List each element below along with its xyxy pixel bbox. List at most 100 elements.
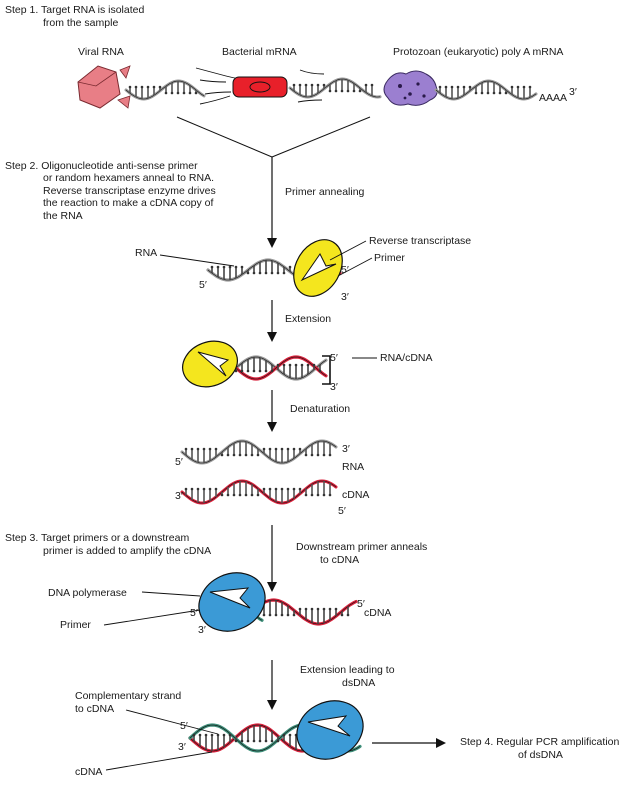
protozoan-mrna-strand-rung-base <box>444 85 448 89</box>
rna-label: RNA <box>135 247 158 259</box>
denatured-rna-rung-base <box>208 447 212 451</box>
rna-cdna-hybrid-rung-base <box>294 363 298 367</box>
dsdna-helix-rung-base <box>246 739 250 743</box>
denatured-rna-rung-base <box>280 447 284 451</box>
protozoan-mrna-strand-edge <box>435 80 537 100</box>
denatured-cdna-rung-base <box>328 493 332 497</box>
template-cdna-rung-base <box>322 607 326 611</box>
bacterial-mrna-strand-rung-base <box>292 83 296 87</box>
annealed-rna-rung-base <box>228 265 232 269</box>
denatured-rna-rung-base <box>214 447 218 451</box>
dsdna-helix-rung-base <box>276 739 280 743</box>
extension-dsdna-line1: Extension leading to <box>300 664 395 676</box>
rna-cdna-hybrid-rung-base <box>276 363 280 367</box>
template-cdna-rung-base <box>340 613 344 617</box>
dna-polymerase-label: DNA polymerase <box>48 587 127 599</box>
viral-rna-strand-rung-base <box>146 85 150 89</box>
protozoan-mrna-strand-rung-base <box>462 85 466 89</box>
protozoan-mrna-strand-rung-base <box>438 85 442 89</box>
rna-strand-3prime: 3′ <box>342 443 350 455</box>
rna-cdna-hybrid-rung-base <box>318 369 322 373</box>
denatured-cdna-rung-base <box>274 487 278 491</box>
denatured-cdna-rung-base <box>202 487 206 491</box>
denatured-rna-rung-base <box>328 453 332 457</box>
cdna-label-bottom: cDNA <box>75 766 103 778</box>
denatured-rna-rung-base <box>226 453 230 457</box>
bacterial-mrna-strand-rung-base <box>340 89 344 93</box>
process-arrows <box>267 157 446 748</box>
denatured-cdna-rung-base <box>262 487 266 491</box>
denatured-rna-rung-base <box>250 453 254 457</box>
protozoan-mrna-strand-rung-base <box>510 85 514 89</box>
dsdna-helix-rung-base <box>192 733 196 737</box>
rna-cdna-hybrid-rung-base <box>306 363 310 367</box>
viral-rna-strand-rung-base <box>152 85 156 89</box>
dsdna-helix-rung-base <box>234 739 238 743</box>
rna-5prime: 5′ <box>199 279 207 291</box>
rna-cdna-hybrid-rung-base <box>240 369 244 373</box>
dsdna-helix-rung-base <box>252 739 256 743</box>
protozoan-mrna-strand-rung-base <box>492 91 496 95</box>
denatured-cdna-rung-base <box>298 487 302 491</box>
poly-a-label: AAAA <box>539 92 568 104</box>
bacterial-mrna-strand-rung-base <box>334 89 338 93</box>
pol-3prime: 3′ <box>198 624 206 636</box>
reverse-transcriptase-label: Reverse transcriptase <box>369 235 472 247</box>
bacterium-icon <box>195 67 325 105</box>
denatured-rna-rung-base <box>274 447 278 451</box>
dsdna-helix-rung-base <box>210 733 214 737</box>
viral-rna-strand-rung-base <box>194 91 198 95</box>
complementary-line1: Complementary strand <box>75 690 182 702</box>
rna-cdna-hybrid-rung-base <box>252 369 256 373</box>
template-cdna-rung-base <box>292 613 296 617</box>
annealed-rna-rung-base <box>282 271 286 275</box>
denatured-rna-rung-base <box>286 447 290 451</box>
dsdna-helix-rung-base <box>222 733 226 737</box>
virus-icon <box>77 65 131 109</box>
ds-3prime: 3′ <box>178 741 186 753</box>
dsdna-helix-rung-base <box>282 733 286 737</box>
bacterial-mrna-strand-rung-base <box>364 83 368 87</box>
rna-strand-5prime: 5′ <box>175 456 183 468</box>
viral-rna-label: Viral RNA <box>78 46 124 58</box>
annealed-rna-rung-base <box>276 271 280 275</box>
denatured-rna-rung-base <box>310 453 314 457</box>
primer-label-top: Primer <box>374 252 405 264</box>
denatured-cdna-rung-base <box>316 493 320 497</box>
dsdna-helix-rung-base <box>204 733 208 737</box>
dsdna-helix-rung-base <box>288 733 292 737</box>
cdna-label-right: cDNA <box>364 607 392 619</box>
rna-cdna-3prime: 3′ <box>330 381 338 393</box>
bacterial-mrna-strand-rung-base <box>370 83 374 87</box>
downstream-line1: Downstream primer anneals <box>296 541 428 553</box>
primer-label-bottom: Primer <box>60 619 91 631</box>
denatured-cdna-edge <box>181 480 337 504</box>
denatured-cdna-rung-base <box>196 487 200 491</box>
denatured-cdna-rung-base <box>250 493 254 497</box>
template-cdna-rung-base <box>310 607 314 611</box>
bacterial-mrna-strand-rung-base <box>310 83 314 87</box>
cdna-5prime-right: 5′ <box>357 598 365 610</box>
protozoan-mrna-strand-rung-base <box>504 91 508 95</box>
annealed-rna-rung-base <box>210 265 214 269</box>
convergence-lines <box>176 116 371 158</box>
denatured-rna-rung-base <box>220 453 224 457</box>
rna-cdna-5prime: 5′ <box>330 352 338 364</box>
complementary-line2: to cDNA <box>75 703 115 715</box>
annealed-rna-rung-base <box>216 265 220 269</box>
denatured-cdna-rung-base <box>226 493 230 497</box>
extension-label: Extension <box>285 313 332 325</box>
protozoan-mrna-strand-rung-base <box>528 85 532 89</box>
denatured-cdna-rung-base <box>208 487 212 491</box>
dsdna-helix-rung-base <box>240 739 244 743</box>
denatured-rna-rung-base <box>190 447 194 451</box>
protozoan-icon <box>383 70 438 106</box>
annealed-rna-rung-base <box>252 271 256 275</box>
cdna-strand-5prime: 5′ <box>338 505 346 517</box>
dsdna-helix-rung-base <box>198 733 202 737</box>
extension-dsdna-line2: dsDNA <box>342 677 376 689</box>
viral-rna-strand-rung-base <box>164 91 168 95</box>
dsdna-helix-rung-base <box>270 739 274 743</box>
